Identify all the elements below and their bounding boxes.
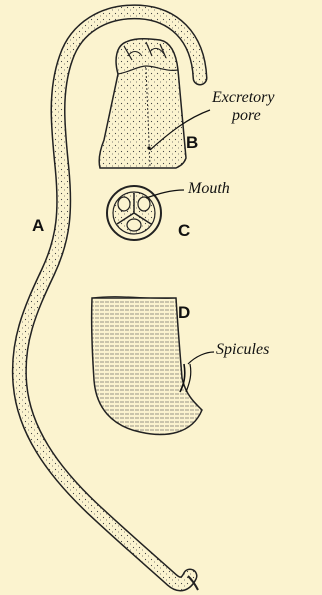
panel-label-c: C — [178, 221, 190, 241]
excretory-pore-label-line1: Excretory — [212, 89, 274, 106]
mouth-label: Mouth — [188, 180, 230, 197]
mouth-view-drawing — [107, 186, 161, 240]
panel-label-d: D — [178, 303, 190, 323]
spicules-label: Spicules — [216, 341, 269, 358]
anterior-end-drawing — [99, 39, 186, 168]
panel-label-a: A — [32, 216, 44, 236]
panel-label-b: B — [186, 133, 198, 153]
excretory-pore-label-line2: pore — [232, 107, 261, 124]
